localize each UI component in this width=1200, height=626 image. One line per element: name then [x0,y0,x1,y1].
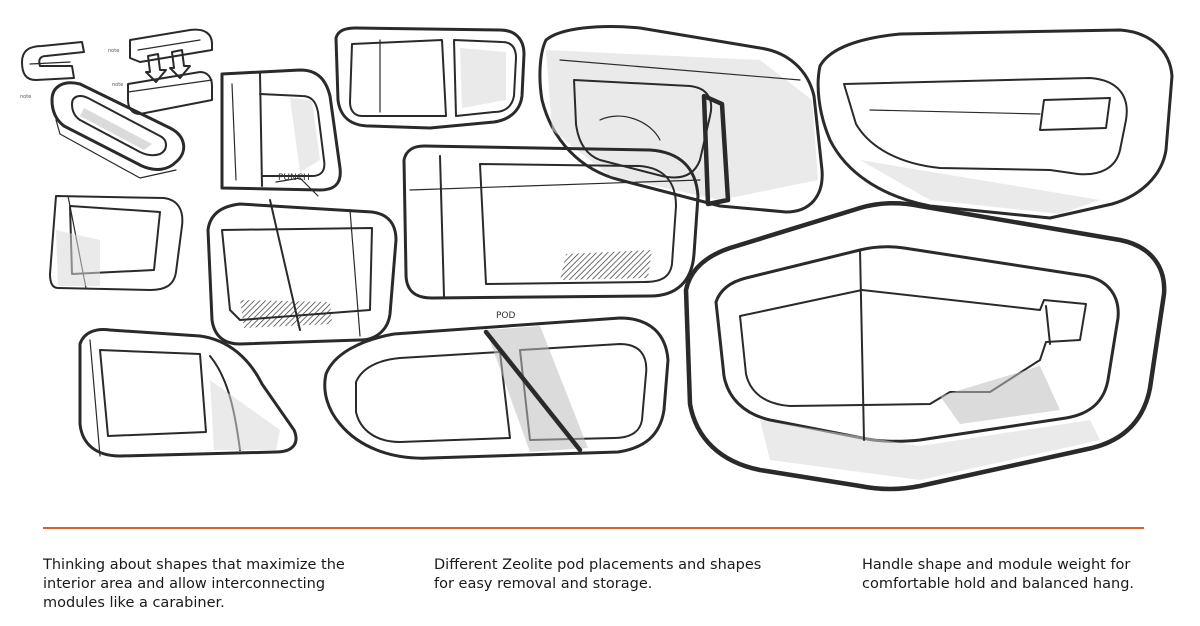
sketch-small-concepts: note note note [20,28,213,179]
divider-line [43,527,1144,529]
caption-pod-placements: Different Zeolite pod placements and sha… [434,557,762,592]
caption-shapes: Thinking about shapes that maximize the … [43,557,345,611]
pod-note: POD [496,311,516,321]
sketch-illustration: note note note [20,25,1174,492]
sketch-hex-pod-right [816,28,1174,220]
sketch-pod-center: POD [402,144,701,321]
sketch-pod-punch: PUNCH [206,173,398,346]
sketch-pod-left-mid [49,195,184,291]
caption-handle-shape: Handle shape and module weight for comfo… [862,557,1135,592]
svg-text:note: note [108,48,119,54]
sketch-door-shape [220,68,342,192]
sketch-hex-pod-top [538,25,824,214]
sketch-rounded-frame [334,26,526,130]
svg-text:note: note [112,82,123,88]
punch-note: PUNCH [278,173,310,183]
sketch-hero-pod [683,201,1167,492]
sketch-pod-bottom-center [323,316,670,460]
svg-text:note: note [20,94,31,100]
sketch-pod-bottom-left [78,328,298,458]
